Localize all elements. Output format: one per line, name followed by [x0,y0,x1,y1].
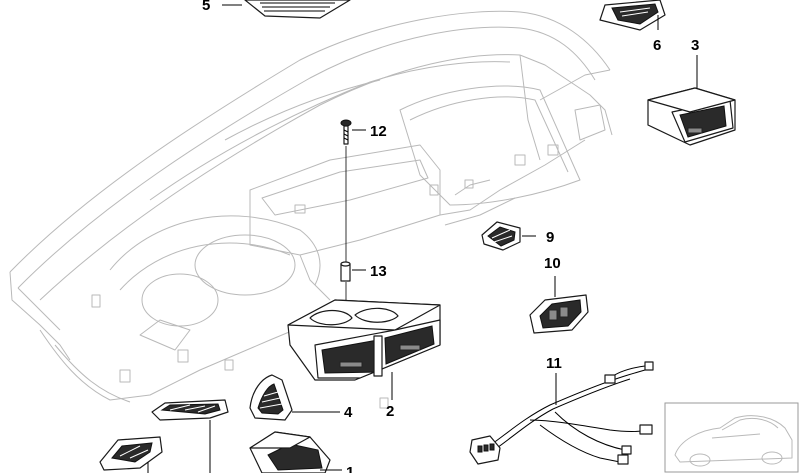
part-2-center-air-vent [287,299,441,381]
car-thumbnail [664,402,799,473]
callout-5: 5 [202,0,210,14]
lower-left-grille [151,399,229,421]
callout-4: 4 [344,404,353,421]
part-1-left-air-vent [249,431,331,473]
part-10-switch-unit [529,294,589,334]
part-5-defroster-grille [244,0,351,19]
part-4-corner-cover [249,374,293,421]
callout-10: 10 [544,255,561,272]
callout-13: 13 [370,263,387,280]
dashboard-outline [9,10,613,409]
part-11-wiring-harness [469,361,654,465]
part-12-screw [340,119,352,145]
callout-9: 9 [546,229,554,246]
part-3-right-air-vent [647,87,736,146]
callout-2: 2 [386,403,394,420]
callout-3: 3 [691,37,699,54]
part-6-side-grille [599,0,666,31]
lower-left-vent [99,436,163,471]
callout-11: 11 [546,355,562,372]
part-13-spacer-sleeve [340,261,351,282]
part-9-small-vent [481,221,521,251]
callout-12: 12 [370,123,387,140]
callout-6: 6 [653,37,661,54]
callout-1: 1 [346,464,354,473]
